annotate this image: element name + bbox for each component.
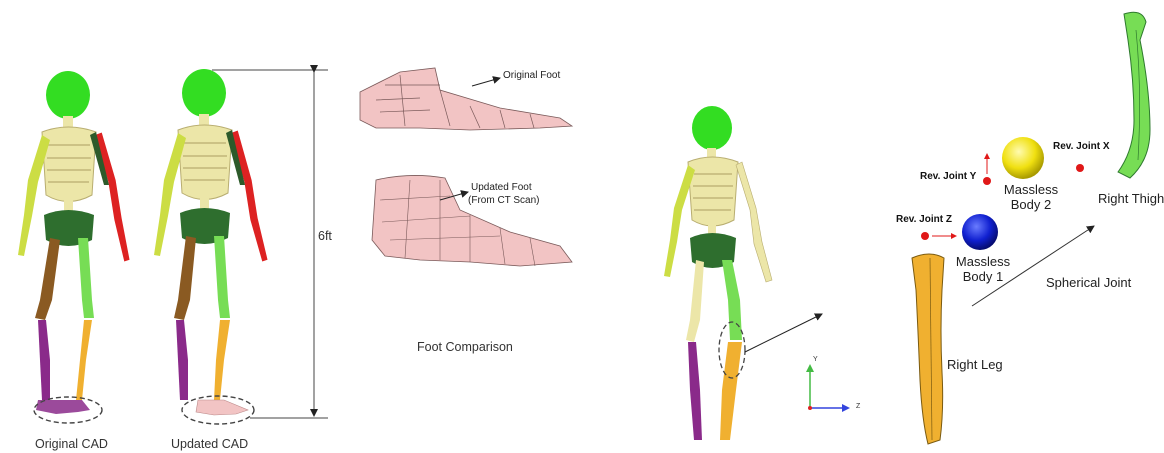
updated-cad-caption: Updated CAD [171,437,248,451]
axis-y-label: Y [813,356,818,363]
right-tibia [214,320,230,400]
massless-body-1-line2: Body 1 [955,269,1011,284]
right-leg-model [912,254,944,444]
rev-joint-x-marker [1076,164,1084,172]
updated-foot-label-2: (From CT Scan) [468,195,540,206]
height-label: 6ft [318,229,332,243]
right-thigh-label: Right Thigh [1098,191,1164,206]
rev-joint-y-label: Rev. Joint Y [920,171,976,182]
updated-foot [196,400,248,415]
left-arm [664,165,695,277]
rev-joint-y-marker [983,154,991,185]
right-arm [736,162,772,282]
left-femur [686,260,704,342]
original-cad-caption: Original CAD [35,437,108,451]
massless-body-2-line2: Body 2 [1003,197,1059,212]
right-leg-label: Right Leg [947,357,1003,372]
massless-body-1-label: Massless Body 1 [955,254,1011,284]
right-femur [722,260,742,340]
rib-cage [42,127,96,202]
left-tibia [176,320,188,400]
model-skeleton [664,106,822,440]
right-thigh-model [1118,12,1150,178]
axis-z-label: Z [856,403,860,410]
right-tibia [76,320,92,400]
left-tibia [688,342,702,440]
massless-body-2-sphere [1002,137,1044,179]
height-dimension [212,70,328,418]
massless-body-1-sphere [962,214,998,250]
original-cad-skeleton [18,71,130,423]
left-arm [154,133,186,256]
rev-joint-z-marker [921,232,956,240]
skull [46,71,90,119]
rev-joint-z-label: Rev. Joint Z [896,214,952,225]
right-femur [214,236,230,318]
massless-body-1-line1: Massless [955,254,1011,269]
right-tibia [720,342,742,440]
original-foot [36,400,90,414]
rev-joint-x-label: Rev. Joint X [1053,141,1110,152]
foot-comparison-caption: Foot Comparison [417,340,513,354]
left-femur [35,238,60,320]
axis-triad [806,364,850,412]
skull [182,69,226,117]
left-femur [174,236,196,320]
massless-body-2-line1: Massless [1003,182,1059,197]
left-arm [18,135,50,256]
spherical-joint-label: Spherical Joint [1046,275,1131,290]
skull [692,106,732,150]
massless-body-2-label: Massless Body 2 [1003,182,1059,212]
updated-foot-label-1: Updated Foot [471,182,532,193]
rib-cage [688,157,738,226]
right-femur [78,238,94,318]
updated-cad-skeleton [154,69,268,424]
rib-cage [178,125,232,200]
original-foot-label: Original Foot [503,70,560,81]
left-tibia [38,320,50,400]
